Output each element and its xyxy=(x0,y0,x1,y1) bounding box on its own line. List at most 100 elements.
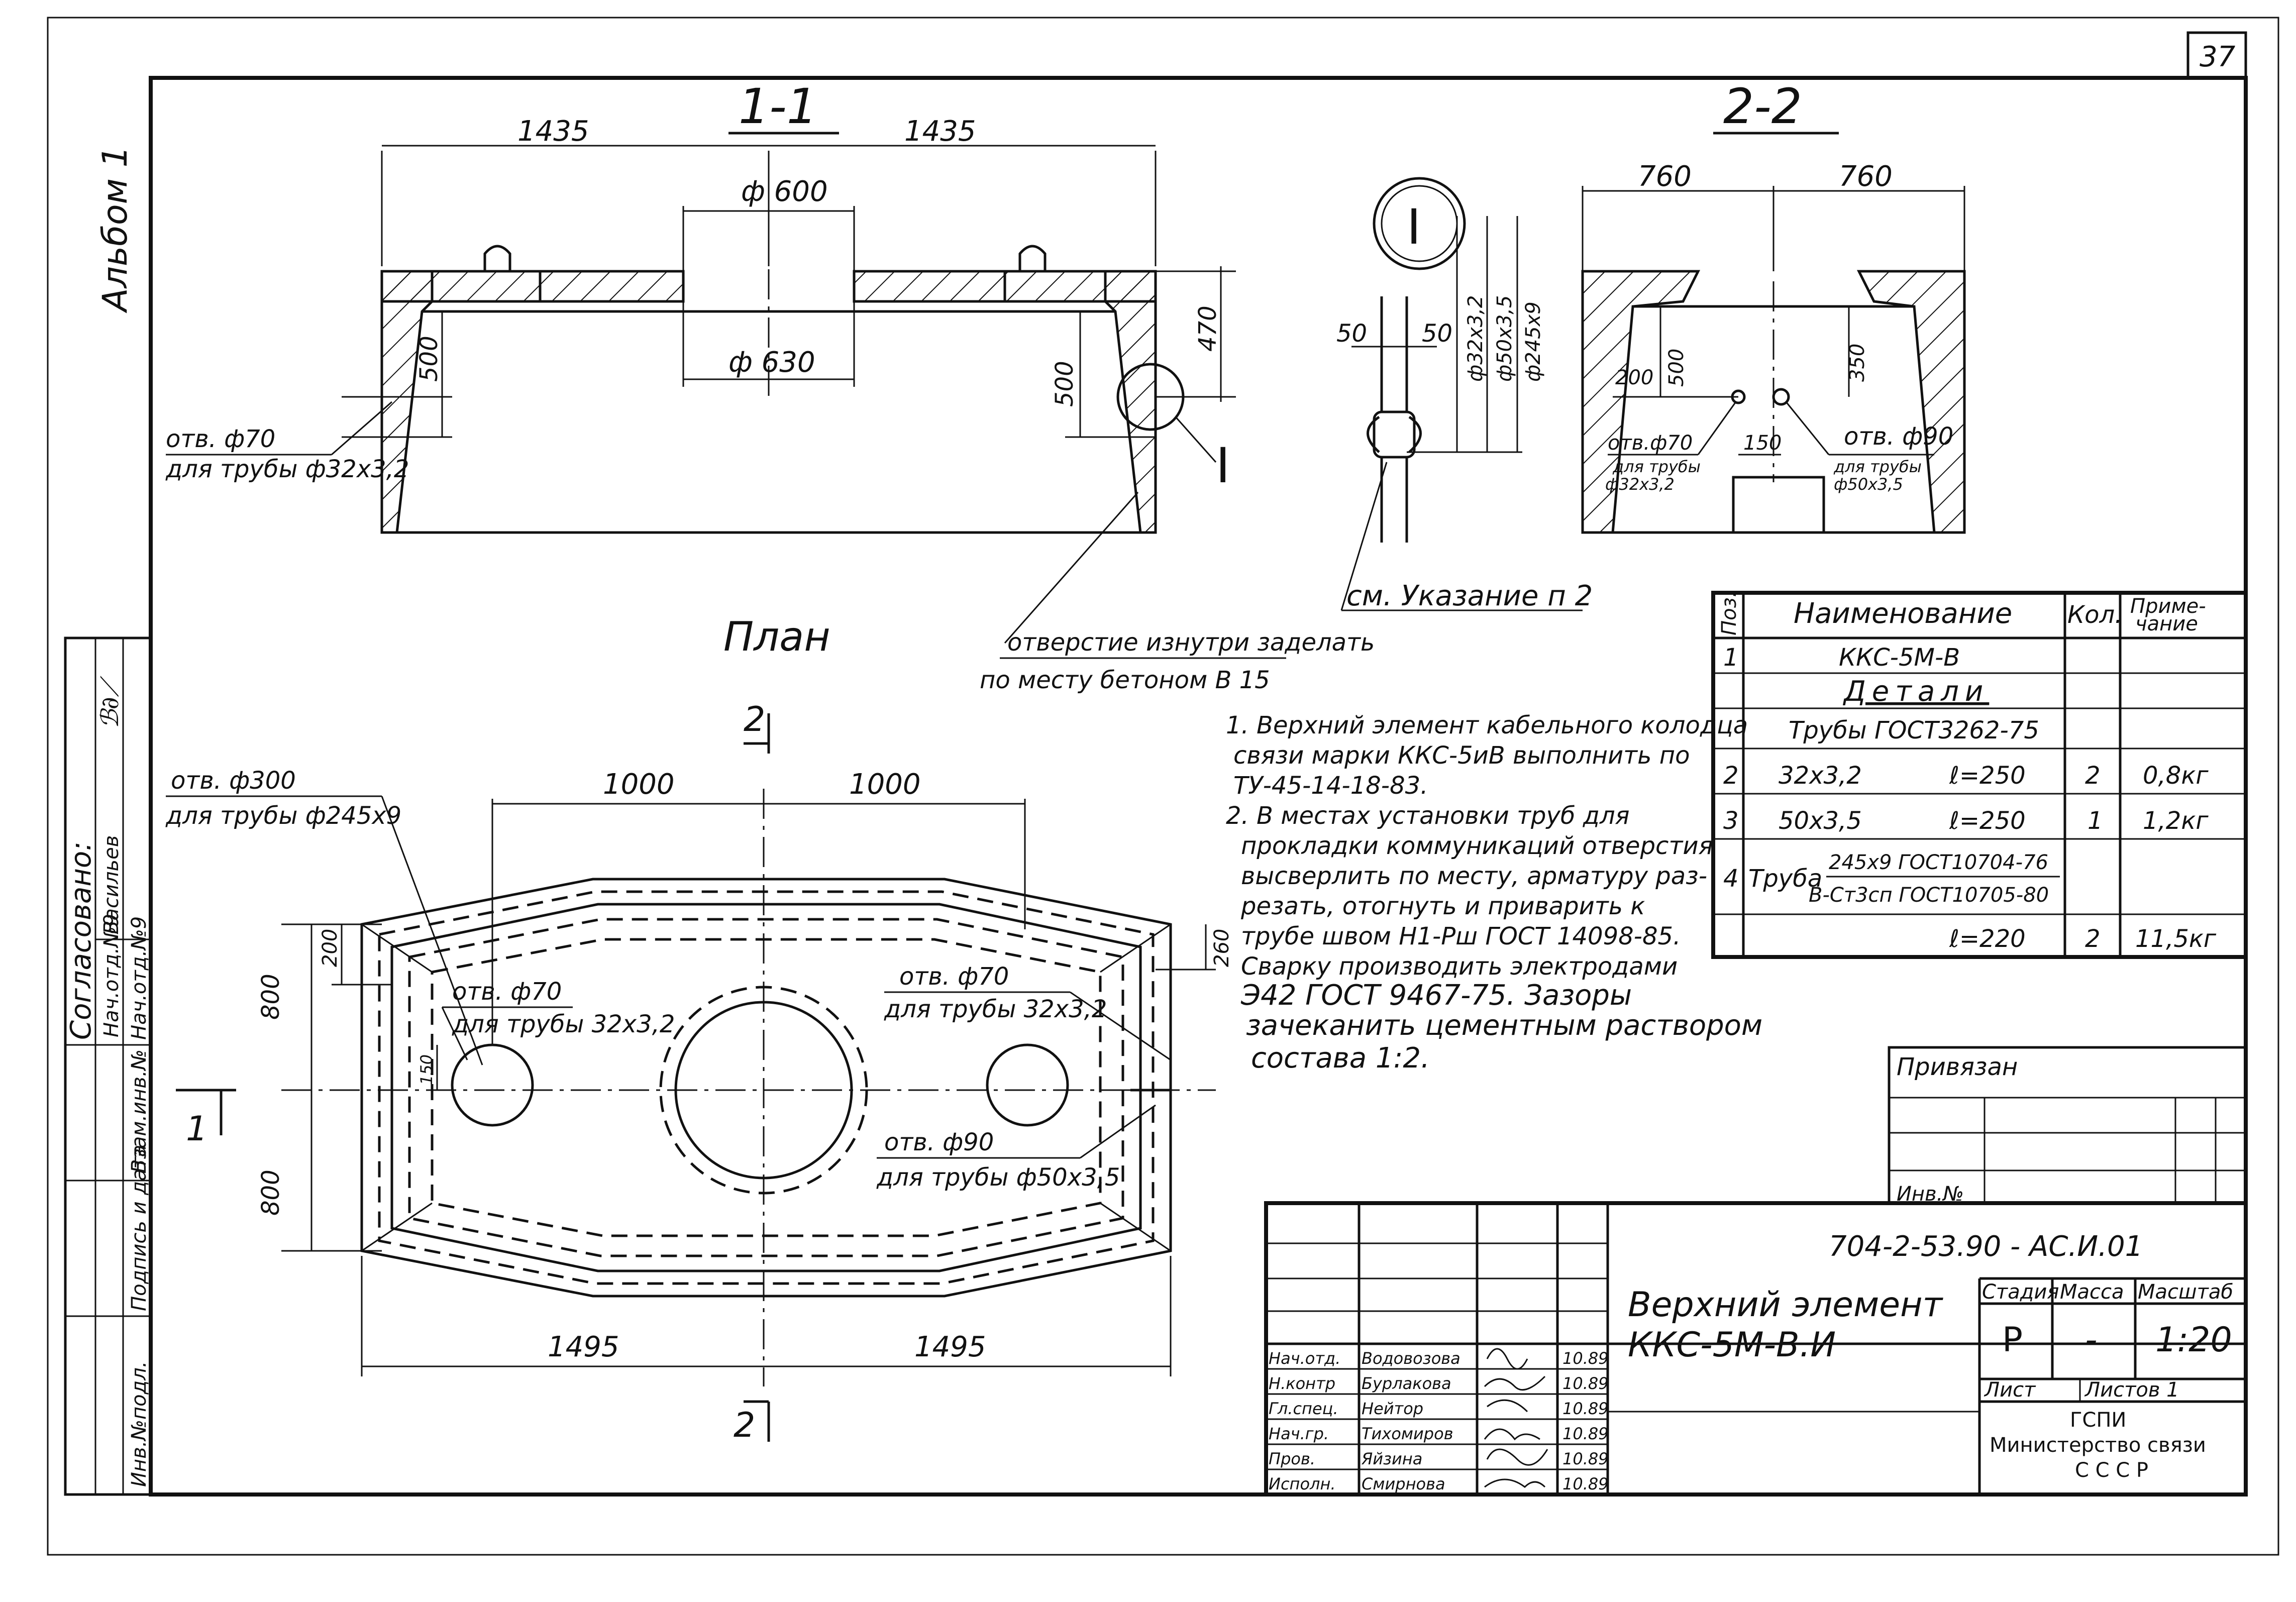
hole-a-3: ф32х3,2 xyxy=(1605,475,1675,494)
note-line-8: трубе швом Н1-Рш ГОСТ 14098-85. xyxy=(1241,922,1681,950)
dim-260: 260 xyxy=(1210,929,1233,967)
dim-200: 200 xyxy=(1615,366,1653,389)
detail-I: I 50 50 ф32х3,2 ф50х3,5 ф245х9 см. Указа… xyxy=(1336,177,1593,612)
detail-pipe-245: ф245х9 xyxy=(1522,301,1545,382)
cut-2-top: 2 xyxy=(744,700,765,739)
detail-50-left: 50 xyxy=(1336,319,1367,348)
note-line-4: 2. В местах установки труб для xyxy=(1226,802,1630,830)
hole-note-1: отв. ф70 xyxy=(166,425,275,453)
sig-date-4: 10.89 xyxy=(1562,1424,1609,1443)
inv-no-vzam: Взам.инв.№ xyxy=(128,1049,151,1173)
spec-r4-len: ℓ=250 xyxy=(1949,762,2026,790)
spec-r4-name: 32х3,2 xyxy=(1779,762,1862,790)
sig-date-5: 10.89 xyxy=(1562,1449,1609,1468)
sig-name-4: Тихомиров xyxy=(1362,1424,1453,1443)
sig-name-2: Бурлакова xyxy=(1362,1374,1451,1393)
spec-r4-qty: 2 xyxy=(2085,762,2101,790)
specification-table: Поз. Наименование Кол. Приме- чание 1 КК… xyxy=(1711,591,2248,959)
dim-200-plan: 200 xyxy=(319,929,342,967)
spec-r6-name-a: 245х9 ГОСТ10704-76 xyxy=(1829,851,2048,874)
note-line-3: ТУ-45-14-18-83. xyxy=(1233,772,1428,800)
spec-r7-len: ℓ=220 xyxy=(1949,925,2026,953)
dim-1495-left: 1495 xyxy=(548,1331,619,1363)
plan-title: План xyxy=(723,613,830,660)
scale-value: 1:20 xyxy=(2155,1320,2232,1360)
agreed-name: Васильев xyxy=(100,835,123,934)
spec-r6-pos: 4 xyxy=(1723,865,1739,893)
dim-150-plan: 150 xyxy=(417,1054,436,1085)
dim-d600: ф 600 xyxy=(741,175,828,208)
detail-pipe-50: ф50х3,5 xyxy=(1493,295,1516,382)
spec-r2-name: Детали xyxy=(1842,675,1989,708)
sig-name-3: Нейтор xyxy=(1362,1399,1423,1418)
sig-role-1: Нач.отд. xyxy=(1269,1349,1340,1368)
hole-b-2: для трубы xyxy=(1833,457,1922,476)
fill-note-1: отверстие изнутри заделать xyxy=(1007,628,1375,657)
outer-frame xyxy=(47,17,2279,1556)
spec-r5-pos: 3 xyxy=(1723,807,1739,835)
section-11-title: 1-1 xyxy=(739,78,817,135)
sheet-label: Лист xyxy=(1984,1378,2036,1402)
privyazan-label: Привязан xyxy=(1897,1053,2018,1081)
hole70-left-2: для трубы 32х3,2 xyxy=(452,1010,675,1038)
note-line-1: 1. Верхний элемент кабельного колодца xyxy=(1226,711,1748,739)
sig-date-3: 10.89 xyxy=(1562,1399,1609,1418)
detail-pipe-32: ф32х3,2 xyxy=(1464,295,1487,382)
dim-150: 150 xyxy=(1743,432,1782,455)
cut-2-bottom: 2 xyxy=(734,1406,755,1445)
sig-name-1: Водовозова xyxy=(1362,1349,1460,1368)
spec-r1-pos: 1 xyxy=(1723,644,1739,672)
notes: 1. Верхний элемент кабельного колодца св… xyxy=(1226,711,1762,1075)
detail-see-note: см. Указание п 2 xyxy=(1346,580,1593,612)
org-line-3: С С С Р xyxy=(2075,1459,2148,1482)
spec-h-qty: Кол. xyxy=(2067,601,2122,629)
title-line-2: ККС-5М-В.И xyxy=(1628,1325,1836,1365)
spec-r4-pos: 2 xyxy=(1723,762,1739,790)
inv-nach: Нач.отд.№9 xyxy=(128,916,151,1040)
sig-name-6: Смирнова xyxy=(1362,1474,1445,1493)
org-line-1: ГСПИ xyxy=(2070,1409,2126,1432)
mass-header: Масса xyxy=(2060,1280,2124,1304)
hole-b-3: ф50х3,5 xyxy=(1834,475,1903,494)
hole70-right-2: для трубы 32х3,2 xyxy=(884,995,1107,1023)
hole-a-2: для трубы xyxy=(1612,457,1701,476)
note-line-2: связи марки ККС-5иВ выполнить по xyxy=(1233,741,1690,770)
sig-role-3: Гл.спец. xyxy=(1269,1399,1338,1418)
page-number-box xyxy=(2186,31,2247,79)
hole70-left-1: отв. ф70 xyxy=(452,978,562,1006)
dim-760-right: 760 xyxy=(1839,160,1893,193)
dim-1435-right: 1435 xyxy=(904,115,976,148)
spec-r5-name: 50х3,5 xyxy=(1779,807,1862,835)
sig-date-1: 10.89 xyxy=(1562,1349,1609,1368)
sig-role-6: Исполн. xyxy=(1269,1474,1336,1493)
dim-760-left: 760 xyxy=(1638,160,1692,193)
cut-1-left: 1 xyxy=(186,1109,207,1149)
spec-h-name: Наименование xyxy=(1794,597,2012,630)
dim-500-left: 500 xyxy=(415,336,443,382)
dim-800-bottom: 800 xyxy=(257,1169,285,1216)
margin-stamp: Согласовано: Нач.отд.№9 Васильев ℬ∂⟋ Вза… xyxy=(64,636,152,1496)
dim-500: 500 xyxy=(1665,349,1688,387)
agreed-signature: ℬ∂⟋ xyxy=(96,675,124,728)
note-line-5: прокладки коммуникаций отверстия xyxy=(1241,832,1713,860)
note-line-11: зачеканить цементным раствором xyxy=(1246,1009,1762,1042)
stage-header: Стадия xyxy=(1982,1280,2059,1304)
dim-1000-right: 1000 xyxy=(849,768,921,801)
dim-1000-left: 1000 xyxy=(603,768,675,801)
dim-470: 470 xyxy=(1194,305,1222,352)
note-line-9: Сварку производить электродами xyxy=(1241,952,1678,981)
title-line-1: Верхний элемент xyxy=(1628,1285,1944,1325)
sig-date-6: 10.89 xyxy=(1562,1474,1609,1493)
dim-350: 350 xyxy=(1846,344,1869,382)
fill-note-2: по месту бетоном В 15 xyxy=(980,666,1270,694)
spec-r5-note: 1,2кг xyxy=(2143,807,2209,835)
privyazan-block: Привязан Инв.№ xyxy=(1888,1046,2247,1206)
sig-role-5: Пров. xyxy=(1269,1449,1315,1468)
spec-r3-name: Трубы ГОСТ3262-75 xyxy=(1789,716,2039,744)
album-label: Альбом 1 xyxy=(95,146,135,313)
designation: 704-2-53.90 - АС.И.01 xyxy=(1829,1230,2143,1263)
stage-value: Р xyxy=(2002,1320,2023,1360)
spec-r6-name: Труба xyxy=(1748,865,1822,893)
spec-r5-qty: 1 xyxy=(2088,807,2103,835)
